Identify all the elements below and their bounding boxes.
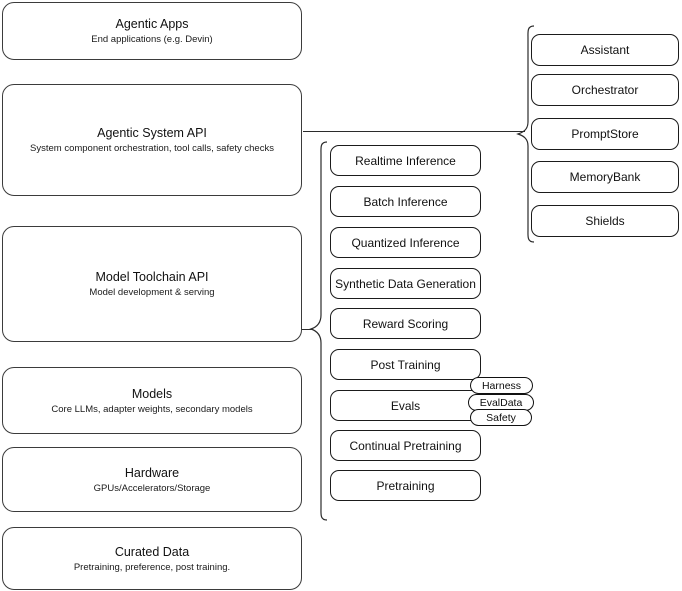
component-label: Continual Pretraining — [349, 438, 462, 453]
layer-title: Hardware — [124, 465, 180, 480]
layer-title: Agentic System API — [97, 126, 207, 140]
brace-toolchain-group — [309, 141, 328, 521]
connector-toolchain-tip — [302, 329, 312, 331]
layer-box-agentic-system-api[interactable]: Agentic System API System component orch… — [2, 84, 302, 196]
component-label: Pretraining — [376, 478, 435, 493]
system-component-label: Assistant — [580, 43, 630, 57]
layer-subtitle: GPUs/Accelerators/Storage — [93, 482, 211, 494]
evals-subcomponent-label: EvalData — [479, 396, 523, 409]
layer-subtitle: Model development & serving — [89, 287, 215, 298]
component-box-continual-pretraining[interactable]: Continual Pretraining — [330, 430, 481, 461]
component-label: Reward Scoring — [362, 316, 449, 331]
connector-system-api-to-components — [303, 131, 525, 133]
layer-title: Model Toolchain API — [95, 270, 209, 284]
layer-box-agentic-apps[interactable]: Agentic Apps End applications (e.g. Devi… — [2, 2, 302, 60]
system-component-box-promptstore[interactable]: PromptStore — [531, 118, 679, 150]
system-component-box-assistant[interactable]: Assistant — [531, 34, 679, 66]
layer-subtitle: Core LLMs, adapter weights, secondary mo… — [51, 403, 253, 415]
component-label: Evals — [390, 398, 421, 413]
component-box-pretraining[interactable]: Pretraining — [330, 470, 481, 501]
system-component-box-shields[interactable]: Shields — [531, 205, 679, 237]
layer-box-models[interactable]: Models Core LLMs, adapter weights, secon… — [2, 367, 302, 434]
system-component-label: PromptStore — [571, 127, 639, 141]
layer-title: Agentic Apps — [115, 17, 189, 31]
component-label: Realtime Inference — [355, 153, 456, 168]
system-component-box-memorybank[interactable]: MemoryBank — [531, 161, 679, 193]
component-box-evals[interactable]: Evals — [330, 390, 481, 421]
layer-subtitle: System component orchestration, tool cal… — [30, 143, 274, 154]
layer-box-hardware[interactable]: Hardware GPUs/Accelerators/Storage — [2, 447, 302, 512]
layer-subtitle: Pretraining, preference, post training. — [73, 561, 231, 573]
layer-box-curated-data[interactable]: Curated Data Pretraining, preference, po… — [2, 527, 302, 590]
layer-subtitle: End applications (e.g. Devin) — [91, 34, 213, 45]
evals-subcomponent-evaldata[interactable]: EvalData — [468, 394, 534, 411]
system-component-box-orchestrator[interactable]: Orchestrator — [531, 74, 679, 106]
system-component-label: Shields — [585, 214, 625, 228]
component-label: Post Training — [370, 357, 441, 372]
component-box-reward-scoring[interactable]: Reward Scoring — [330, 308, 481, 339]
evals-subcomponent-label: Safety — [486, 411, 516, 424]
system-component-label: Orchestrator — [571, 83, 639, 97]
layer-box-model-toolchain-api[interactable]: Model Toolchain API Model development & … — [2, 226, 302, 342]
component-box-synthetic-data-generation[interactable]: Synthetic Data Generation — [330, 268, 481, 299]
evals-subcomponent-label: Harness — [481, 379, 522, 392]
component-label: Synthetic Data Generation — [335, 276, 476, 291]
component-box-post-training[interactable]: Post Training — [330, 349, 481, 380]
component-label: Quantized Inference — [351, 235, 460, 250]
component-label: Batch Inference — [363, 194, 448, 209]
evals-subcomponent-harness[interactable]: Harness — [470, 377, 533, 394]
component-box-batch-inference[interactable]: Batch Inference — [330, 186, 481, 217]
brace-system-components-group — [516, 25, 535, 243]
component-box-realtime-inference[interactable]: Realtime Inference — [330, 145, 481, 176]
system-component-label: MemoryBank — [569, 170, 641, 184]
component-box-quantized-inference[interactable]: Quantized Inference — [330, 227, 481, 258]
layer-title: Models — [131, 386, 173, 401]
layer-title: Curated Data — [114, 544, 190, 559]
evals-subcomponent-safety[interactable]: Safety — [470, 409, 532, 426]
